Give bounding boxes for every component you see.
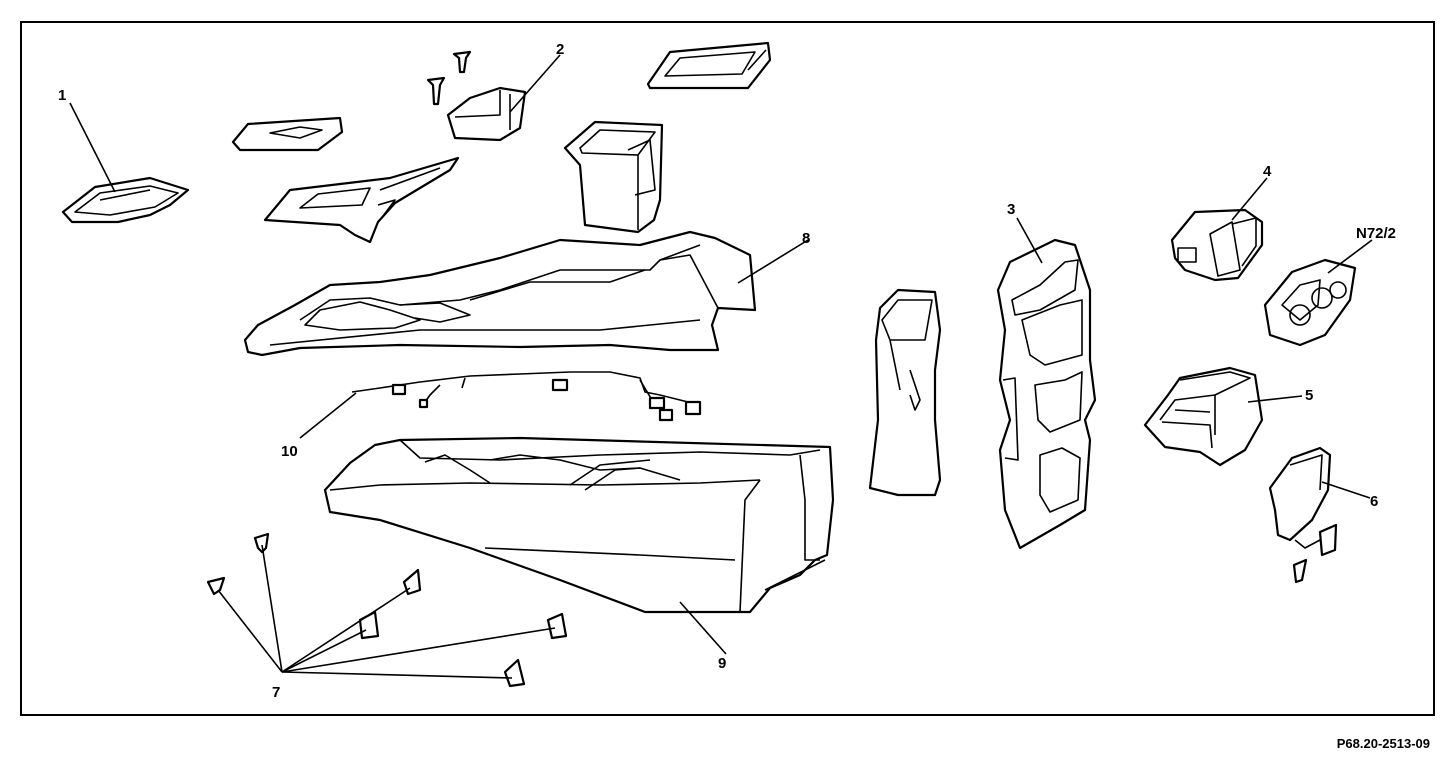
part-6-small-module bbox=[1268, 446, 1338, 584]
part-n72-2-control-unit bbox=[1263, 258, 1357, 347]
callout-9: 9 bbox=[718, 655, 726, 672]
switch-panel bbox=[263, 156, 460, 244]
callout-n72-2: N72/2 bbox=[1356, 225, 1396, 242]
part-1-tray-insert bbox=[61, 176, 190, 224]
part-3-center-panel bbox=[996, 238, 1097, 550]
part-2-bracket bbox=[446, 86, 527, 142]
part-5-ashtray bbox=[1143, 366, 1264, 467]
callout-10: 10 bbox=[281, 443, 298, 460]
callout-7: 7 bbox=[272, 684, 280, 701]
callout-2: 2 bbox=[556, 41, 564, 58]
callout-1: 1 bbox=[58, 87, 66, 104]
cover-plate bbox=[231, 116, 344, 152]
leader-lines bbox=[69, 54, 1373, 679]
reference-code: P68.20-2513-09 bbox=[1337, 736, 1430, 751]
part-8-upper-console-trim bbox=[243, 230, 757, 357]
cup-holder-box bbox=[563, 120, 664, 234]
diagram-frame bbox=[20, 21, 1435, 716]
callout-labels: 1 2 3 4 N72/2 5 6 7 8 9 10 bbox=[58, 41, 1396, 701]
part-10-wiring-harness bbox=[351, 371, 702, 422]
callout-6: 6 bbox=[1370, 493, 1378, 510]
callout-4: 4 bbox=[1263, 163, 1272, 180]
callout-8: 8 bbox=[802, 230, 810, 247]
part-4-vent bbox=[1170, 208, 1264, 282]
air-duct bbox=[868, 288, 942, 497]
callout-5: 5 bbox=[1305, 387, 1313, 404]
screw-icon bbox=[426, 50, 472, 106]
cover-lid bbox=[646, 41, 772, 90]
part-9-lower-console bbox=[323, 436, 835, 614]
callout-3: 3 bbox=[1007, 201, 1015, 218]
